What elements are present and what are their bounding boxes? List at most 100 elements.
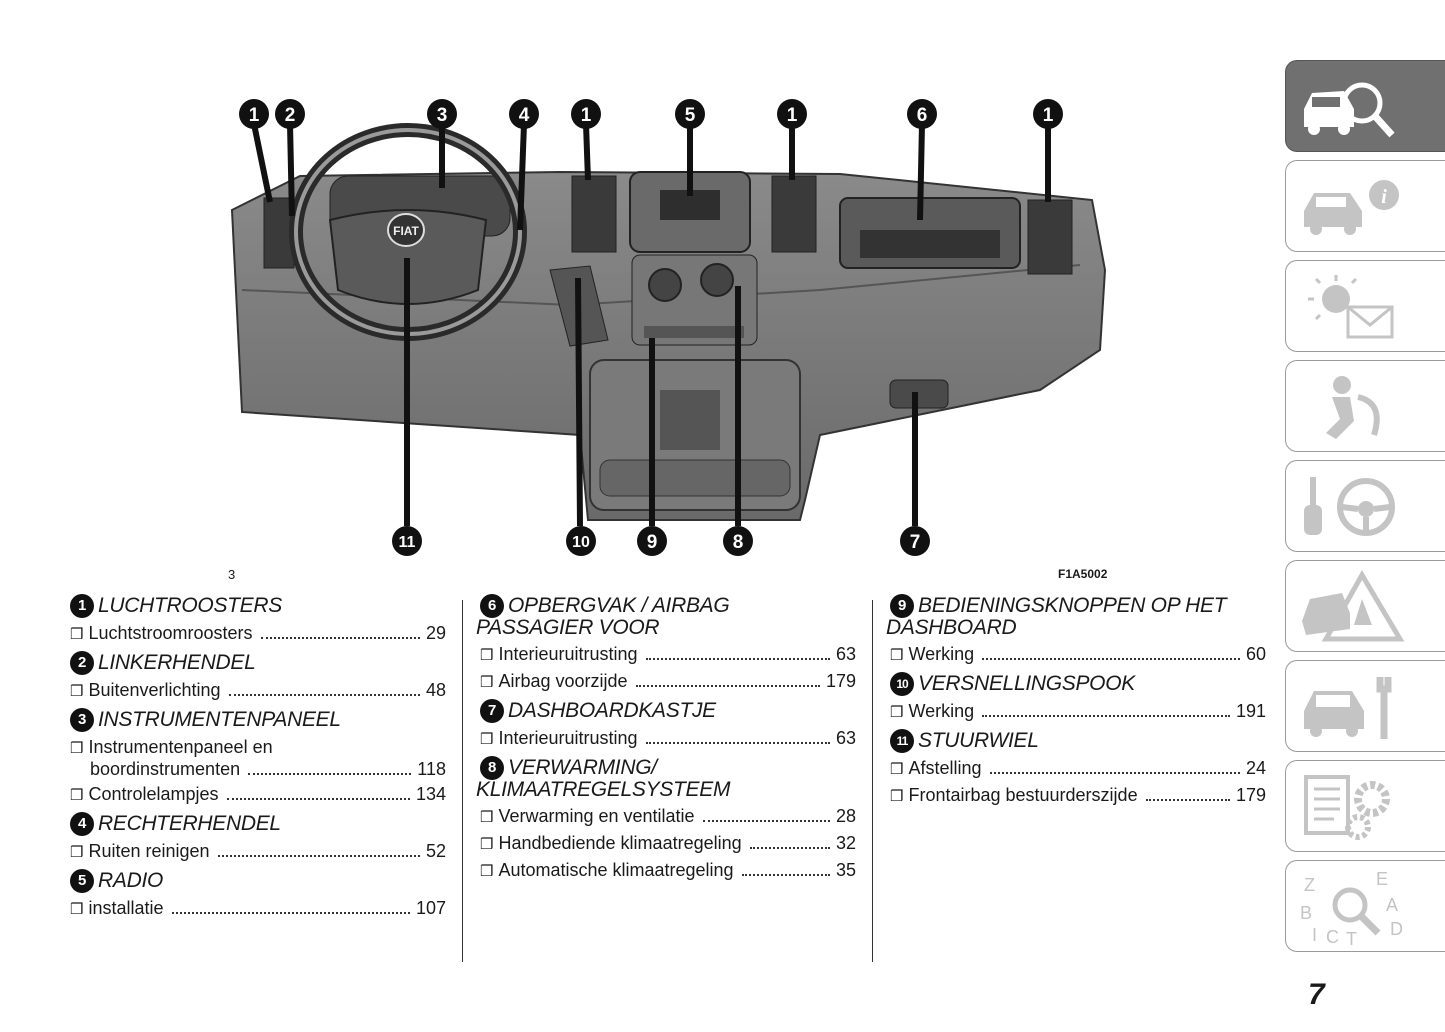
callout-1: 1 — [239, 99, 269, 129]
callout-9: 9 — [637, 526, 667, 556]
dot-leader — [749, 847, 830, 849]
callout-1c: 1 — [777, 99, 807, 129]
checkbox-bullet-icon: ❒ — [70, 626, 84, 643]
entry-page: 60 — [1245, 644, 1266, 664]
tab-warning-lights[interactable] — [1285, 260, 1445, 352]
figure-code: F1A5002 — [1058, 567, 1108, 581]
index-entry[interactable]: ❒Instrumentenpaneel en — [70, 737, 446, 759]
entry-label: Buitenverlichting — [88, 680, 221, 700]
callout-leader-lines — [251, 123, 1051, 527]
index-entry[interactable]: ❒Buitenverlichting 48 — [70, 680, 446, 702]
key-steering-wheel-icon — [1304, 477, 1395, 536]
section-title: RADIO — [98, 869, 164, 892]
section-title: BEDIENINGSKNOPPEN OP HET DASHBOARD — [886, 594, 1227, 639]
entry-page: 107 — [415, 898, 446, 918]
tab-airbag[interactable] — [1285, 360, 1445, 452]
tab-car-info[interactable]: i — [1285, 160, 1445, 252]
dot-leader — [982, 715, 1230, 717]
entry-page: 28 — [835, 806, 856, 826]
callout-label: 7 — [910, 532, 921, 553]
svg-text:Z: Z — [1304, 875, 1315, 895]
dot-leader — [645, 742, 830, 744]
entry-page: 24 — [1245, 758, 1266, 778]
checkbox-bullet-icon: ❒ — [890, 761, 904, 778]
dot-leader — [171, 912, 410, 914]
callout-label: 8 — [733, 532, 744, 553]
dot-leader — [217, 855, 420, 857]
tab-key-steering[interactable] — [1285, 460, 1445, 552]
callouts-top: 1 2 3 4 1 5 1 6 1 — [239, 99, 1063, 129]
entry-page: 191 — [1235, 701, 1266, 721]
entry-label: Verwarming en ventilatie — [498, 806, 695, 826]
tab-car-search[interactable] — [1285, 60, 1445, 152]
chapter-tabs: i — [1285, 60, 1445, 960]
callout-4: 4 — [509, 99, 539, 129]
entry-label: boordinstrumenten — [90, 759, 241, 779]
entry-page: 52 — [425, 841, 446, 861]
entry-label: Afstelling — [908, 758, 982, 778]
fiat-badge: FIAT — [393, 224, 419, 238]
column-divider — [872, 600, 873, 962]
tab-breakdown[interactable] — [1285, 560, 1445, 652]
checkbox-bullet-icon: ❒ — [70, 683, 84, 700]
callout-label: 9 — [647, 532, 658, 553]
checkbox-bullet-icon: ❒ — [480, 647, 494, 664]
entry-page: 179 — [825, 671, 856, 691]
entry-page: 179 — [1235, 785, 1266, 805]
entry-page: 48 — [425, 680, 446, 700]
tab-car-wrench[interactable] — [1285, 660, 1445, 752]
entry-page: 35 — [835, 860, 856, 880]
checkbox-bullet-icon: ❒ — [70, 901, 84, 918]
airbag-person-icon — [1326, 376, 1380, 439]
section-number: 8 — [480, 756, 504, 780]
car-wrench-icon — [1304, 677, 1392, 739]
glovebox-handle — [889, 379, 949, 409]
svg-text:i: i — [1381, 186, 1387, 208]
callout-2: 2 — [275, 99, 305, 129]
section-title: OPBERGVAK / AIRBAG PASSAGIER VOOR — [476, 594, 730, 639]
callout-7: 7 — [900, 526, 930, 556]
section-title: INSTRUMENTENPANEEL — [98, 708, 341, 731]
right-vent — [1027, 199, 1073, 275]
section-number: 11 — [890, 729, 914, 753]
checkbox-bullet-icon: ❒ — [890, 788, 904, 805]
index-entry[interactable]: ❒Afstelling 24 — [890, 758, 1266, 780]
callout-8: 8 — [723, 526, 753, 556]
entry-label: Handbediende klimaatregeling — [498, 833, 742, 853]
callout-label: 1 — [787, 105, 798, 126]
callout-label: 1 — [1043, 105, 1054, 126]
svg-text:C: C — [1326, 927, 1339, 945]
checkbox-bullet-icon: ❒ — [70, 844, 84, 861]
entry-label: Frontairbag bestuurderszijde — [908, 785, 1138, 805]
section-title: LUCHTROOSTERS — [98, 594, 282, 617]
checkbox-bullet-icon: ❒ — [480, 731, 494, 748]
entry-label: Airbag voorzijde — [498, 671, 628, 691]
index-entry[interactable]: ❒Frontairbag bestuurderszijde 179 — [890, 785, 1266, 807]
tab-specifications[interactable] — [1285, 760, 1445, 852]
section-number: 9 — [890, 594, 914, 618]
svg-text:I: I — [1312, 925, 1317, 945]
svg-text:B: B — [1300, 903, 1312, 923]
